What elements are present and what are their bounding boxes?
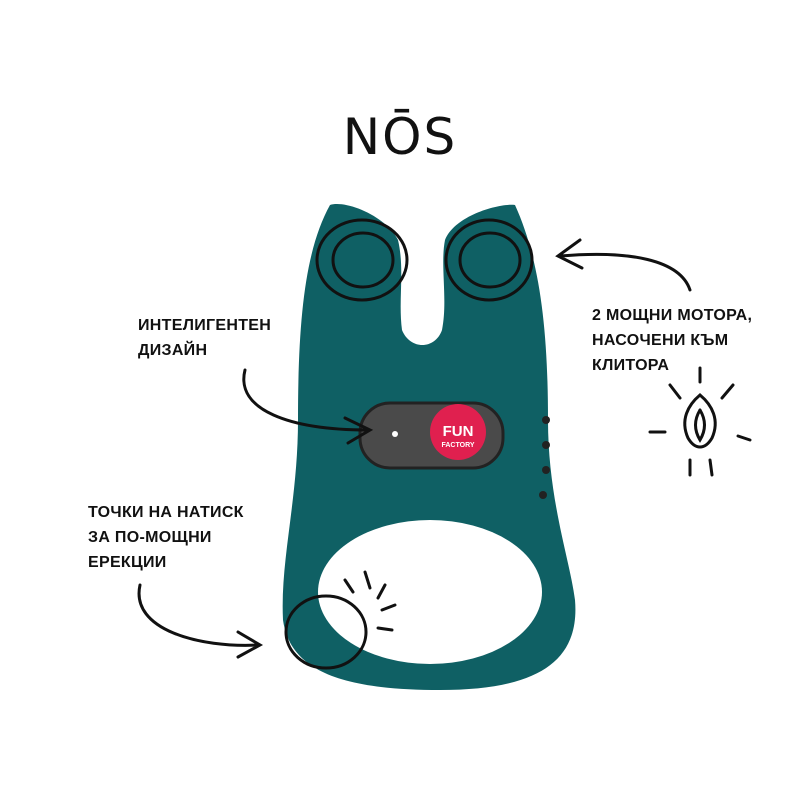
motor-circle-right-inner [458,231,522,289]
led-dot [392,431,398,437]
label-line: ЗА ПО-МОЩНИ [88,529,212,546]
motor-circle-left-inner [331,231,395,289]
motor-circle-left-outer [315,218,409,302]
label-pressure-points: ТОЧКИ НА НАТИСК ЗА ПО-МОЩНИ ЕРЕКЦИИ [88,500,244,575]
logo-text-1: FUN [443,423,474,440]
label-motors: 2 МОЩНИ МОТОРА, НАСОЧЕНИ КЪМ КЛИТОРА [592,303,752,378]
product-title: NŌS [342,108,458,166]
motor-circle-right-outer [444,218,534,302]
label-line: ЕРЕКЦИИ [88,554,167,571]
label-line: 2 МОЩНИ МОТОРА, [592,307,753,324]
label-line: КЛИТОРА [592,357,670,374]
arrow-pressure [137,583,264,659]
logo-text-2: FACTORY [441,442,474,449]
label-smart-design: ИНТЕЛИГЕНТЕН ДИЗАЙН [138,313,271,363]
label-line: ИНТЕЛИГЕНТЕН [138,317,272,334]
label-line: ТОЧКИ НА НАТИСК [88,504,244,521]
arrow-motors [555,238,692,292]
pressure-point-circle [284,594,368,670]
label-line: ДИЗАЙН [138,342,208,359]
arrow-design [242,368,374,445]
ring-hole [318,520,542,664]
label-line: НАСОЧЕНИ КЪМ [592,332,729,349]
clitoris-icon [683,393,717,449]
fun-factory-logo [430,404,486,460]
